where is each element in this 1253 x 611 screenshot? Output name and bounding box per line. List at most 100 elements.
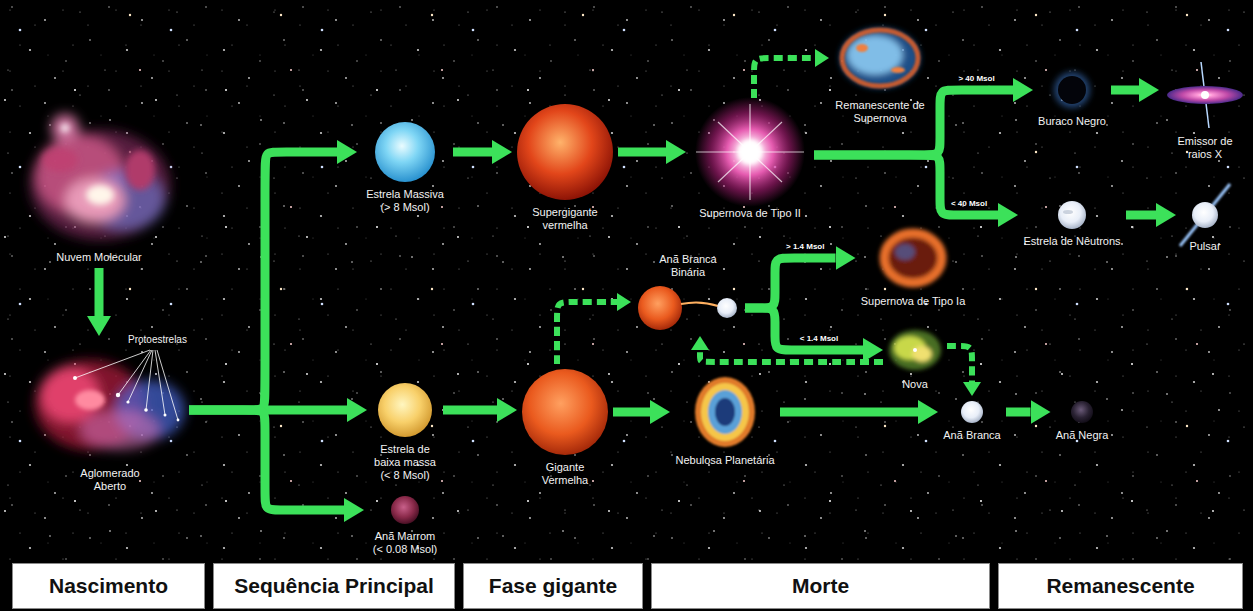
picture-frame [35,340,185,462]
red-supergiant [517,104,613,200]
stage-node: Anã Branca Binária [635,253,741,332]
stage-node: Anã Marrom (< 0.08 Msol) [368,495,442,556]
object-label: Nebulosa Planetária [674,454,776,467]
cloud-core [86,185,114,205]
planetary-nebula [695,377,755,447]
object-label: Anã Branca Binária [656,253,720,279]
object-label: Buraco Negro [1037,115,1107,128]
stage-node: Emissor de raios X [1163,60,1247,161]
supernova-glow [695,97,805,207]
remnant-blob [895,244,915,260]
nova [889,330,941,370]
stage-node: Nuvem Molecular [19,110,179,264]
remnant-filament [842,30,918,86]
remnant-filaments [842,30,918,86]
edge-label: < 40 Msol [951,199,987,208]
remnant-filament [891,67,905,73]
dashed-arrow [947,346,972,382]
type-ia-remnant [881,230,945,286]
flow-arrow [95,268,104,316]
picture-frame [635,284,741,332]
massive-star [375,122,435,182]
picture-frame [874,226,952,290]
nebula-ring [695,377,755,447]
stage-band: Morte [651,563,990,609]
black-dwarf [1071,401,1093,423]
stage-heading: Nascimento [49,574,168,598]
low-mass-star [378,383,432,437]
stage-heading: Morte [792,574,849,598]
object-label: Anã Branca [942,429,1002,442]
stage-band: Remanescente [998,563,1243,609]
picture-frame [1180,195,1230,235]
picture-frame [516,103,614,201]
picture-frame [19,110,179,246]
remnant-blob [881,230,945,286]
stage-node: Pulsar [1180,195,1230,253]
brown-dwarf [391,496,419,524]
mass-transfer-stream [681,302,718,306]
picture-frame [1163,60,1247,130]
star-field [0,0,1253,560]
nebula-core [715,398,735,426]
nova-core [913,348,917,352]
flow-arrow [613,408,650,417]
flow-arrow [1126,211,1156,220]
supernova-core [738,140,762,164]
object-label: Remanescente de Supernova [834,99,926,125]
picture-frame [690,102,810,202]
picture-frame [1070,400,1094,424]
pulsar-beam [1180,184,1230,246]
picture-frame [887,327,943,373]
flow-arrow [1006,408,1031,417]
stage-node: Estrela de baixa massa (< 8 Msol) [371,382,439,482]
black-hole [1058,76,1086,104]
star-field [0,0,1253,560]
object-label: Anã Negra [1055,429,1110,442]
neutron-star [1058,201,1086,229]
open-cluster [35,360,185,450]
callout-label: Protoestrelas [128,334,187,346]
leader-line [75,350,150,378]
object-label: Estrela Massiva (> 8 Msol) [362,188,448,214]
object-label: Aglomerado Aberto [75,467,145,493]
object-label: Supergigante vermelha [527,206,603,232]
leader-line [128,350,152,402]
flow-arrow [618,148,666,157]
stage-node: Anã Branca [942,400,1002,442]
cloud-blob [42,148,78,172]
flow-arrow [814,90,1013,155]
stage-node: Supergigante vermelha [516,103,614,232]
leader-line [146,350,153,410]
stage-band: Fase gigante [463,563,643,609]
white-dwarf [961,401,983,423]
nova-blob [912,346,932,362]
cluster-blob [75,390,105,410]
supernova-remnant [840,28,920,88]
flow-arrow [745,258,836,308]
dashed-arrow [557,302,617,364]
object-label: Pulsar [1188,240,1222,253]
flow-arrow [189,152,337,410]
protostar [116,393,120,397]
stage-heading: Fase gigante [489,574,617,598]
dashed-arrow [754,58,815,98]
protostar [73,376,77,380]
stage-band: Nascimento [12,563,205,609]
stage-node: Supernova de Tipo Ia [860,226,967,308]
stage-heading: Sequência Principal [234,574,434,598]
cloud-blob [125,150,155,190]
picture-frame [835,22,925,94]
nova-blob [889,330,941,370]
nebula-ring [708,390,742,434]
supernova-spikes [696,104,804,200]
remnant-blob [840,28,920,88]
edge-label: > 40 Msol [958,74,994,83]
stage-node: Nebulosa Planetária [674,375,776,467]
molecular-cloud-core [42,124,155,205]
protostars [73,376,179,421]
stage-node: Gigante Vermelha [521,368,609,487]
binary-companion [638,286,682,330]
object-label: Estrela de Nêutrons [1022,235,1122,248]
stage-node: Supernova de Tipo II [690,102,810,220]
